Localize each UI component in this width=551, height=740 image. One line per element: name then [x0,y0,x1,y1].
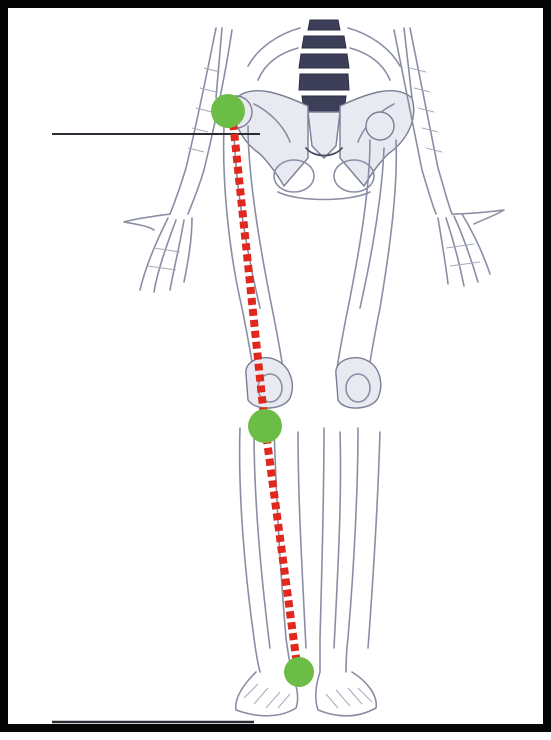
hip-center-point [211,94,245,128]
skeleton-diagram [8,8,551,740]
right-arm [124,28,232,292]
left-lower-leg [320,428,380,672]
knee-ankle-axis-segment [265,426,298,672]
right-knee [246,358,292,408]
ankle-center-point [284,657,314,687]
left-foot [316,672,376,716]
knee-center-point [248,409,282,443]
left-knee [336,358,381,408]
left-arm [394,28,504,286]
